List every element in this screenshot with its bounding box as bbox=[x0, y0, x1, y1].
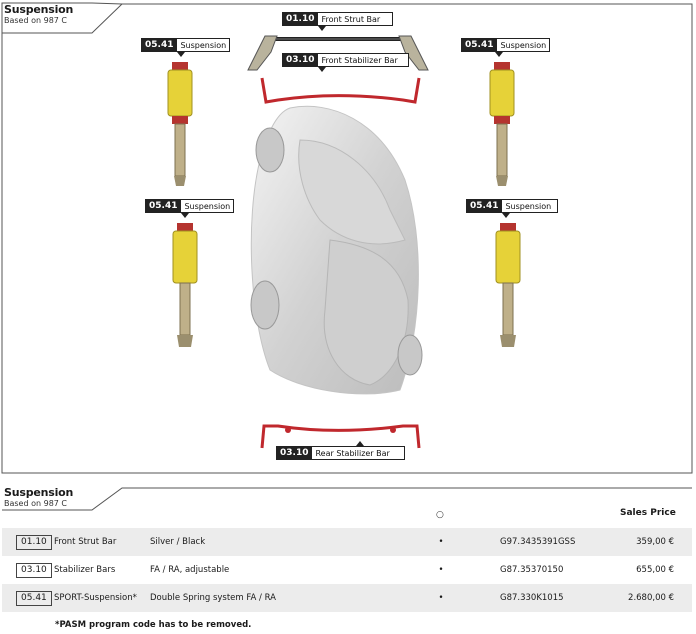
callout-code: 05.41 bbox=[466, 199, 503, 213]
callout-code: 03.10 bbox=[276, 446, 313, 460]
car-illustration bbox=[250, 105, 423, 395]
price-section-frame bbox=[2, 487, 692, 511]
table-row: 05.41 SPORT-Suspension* Double Spring sy… bbox=[2, 584, 692, 612]
coilover-front-left bbox=[167, 62, 193, 186]
callout-label: Suspension bbox=[181, 199, 235, 213]
coilover-front-right bbox=[489, 62, 515, 186]
coilover-rear-left bbox=[172, 223, 198, 347]
callout-pointer-icon bbox=[356, 441, 364, 446]
price-table: 01.10 Front Strut Bar Silver / Black • G… bbox=[2, 528, 692, 612]
callout-suspension-front-left: 05.41 Suspension bbox=[141, 38, 231, 57]
front-strut-bar-image bbox=[247, 35, 429, 71]
callout-code: 05.41 bbox=[461, 38, 498, 52]
part-price: 655,00 € bbox=[636, 565, 674, 575]
callout-suspension-front-right: 05.41 Suspension bbox=[461, 38, 551, 57]
callout-label: Front Stabilizer Bar bbox=[318, 53, 409, 67]
callout-suspension-rear-right: 05.41 Suspension bbox=[466, 199, 559, 218]
part-price: 359,00 € bbox=[580, 528, 692, 556]
callout-front-strut-bar: 01.10 Front Strut Bar bbox=[282, 12, 394, 31]
availability-dot: • bbox=[426, 584, 456, 612]
coilover-rear-right bbox=[495, 223, 521, 347]
part-code: 01.10 bbox=[16, 534, 52, 550]
callout-suspension-rear-left: 05.41 Suspension bbox=[145, 199, 235, 218]
panel-subtitle: Based on 987 C bbox=[4, 16, 68, 25]
callout-label: Rear Stabilizer Bar bbox=[312, 446, 405, 460]
part-name: Front Strut Bar bbox=[54, 528, 150, 556]
footnote: *PASM program code has to be removed. bbox=[55, 620, 252, 630]
part-description: Silver / Black bbox=[150, 528, 426, 556]
availability-dot: • bbox=[426, 528, 456, 556]
panel-title: Suspension bbox=[4, 3, 74, 16]
part-code: 05.41 bbox=[16, 590, 52, 606]
table-row: 03.10 Stabilizer Bars FA / RA, adjustabl… bbox=[2, 556, 692, 584]
panel-frame bbox=[1, 2, 693, 474]
callout-pointer-icon bbox=[177, 52, 185, 57]
callout-label: Suspension bbox=[502, 199, 559, 213]
part-name: Stabilizer Bars bbox=[54, 565, 116, 575]
callout-code: 03.10 bbox=[282, 53, 319, 67]
front-stabilizer-bar-image bbox=[260, 77, 421, 104]
callout-label: Suspension bbox=[177, 38, 231, 52]
table-row: 01.10 Front Strut Bar Silver / Black • G… bbox=[2, 528, 692, 556]
part-description: Double Spring system FA / RA bbox=[150, 584, 426, 612]
part-price: 2.680,00 € bbox=[580, 584, 692, 612]
callout-code: 01.10 bbox=[282, 12, 319, 26]
price-section-subtitle: Based on 987 C bbox=[4, 499, 68, 508]
rear-stabilizer-bar-image bbox=[260, 424, 421, 449]
callout-code: 05.41 bbox=[141, 38, 178, 52]
callout-pointer-icon bbox=[181, 213, 189, 218]
price-section-title: Suspension bbox=[4, 486, 74, 499]
part-description: FA / RA, adjustable bbox=[150, 565, 230, 575]
callout-code: 05.41 bbox=[145, 199, 182, 213]
callout-front-stabilizer-bar: 03.10 Front Stabilizer Bar bbox=[282, 53, 409, 72]
sales-price-header: Sales Price bbox=[620, 508, 676, 518]
callout-pointer-icon bbox=[318, 67, 326, 72]
callout-pointer-icon bbox=[318, 26, 326, 31]
part-number: G87.330K1015 bbox=[456, 584, 580, 612]
part-code: 03.10 bbox=[16, 562, 52, 578]
callout-label: Suspension bbox=[497, 38, 551, 52]
availability-dot: • bbox=[438, 565, 444, 575]
callout-pointer-icon bbox=[495, 52, 503, 57]
part-name: SPORT-Suspension* bbox=[54, 584, 150, 612]
callout-pointer-icon bbox=[502, 213, 510, 218]
callout-label: Front Strut Bar bbox=[318, 12, 394, 26]
callout-rear-stabilizer-bar: 03.10 Rear Stabilizer Bar bbox=[276, 441, 405, 460]
part-number: G87.35370150 bbox=[500, 565, 564, 575]
availability-icon: ○ bbox=[436, 510, 444, 520]
part-number: G97.3435391GSS bbox=[456, 528, 580, 556]
